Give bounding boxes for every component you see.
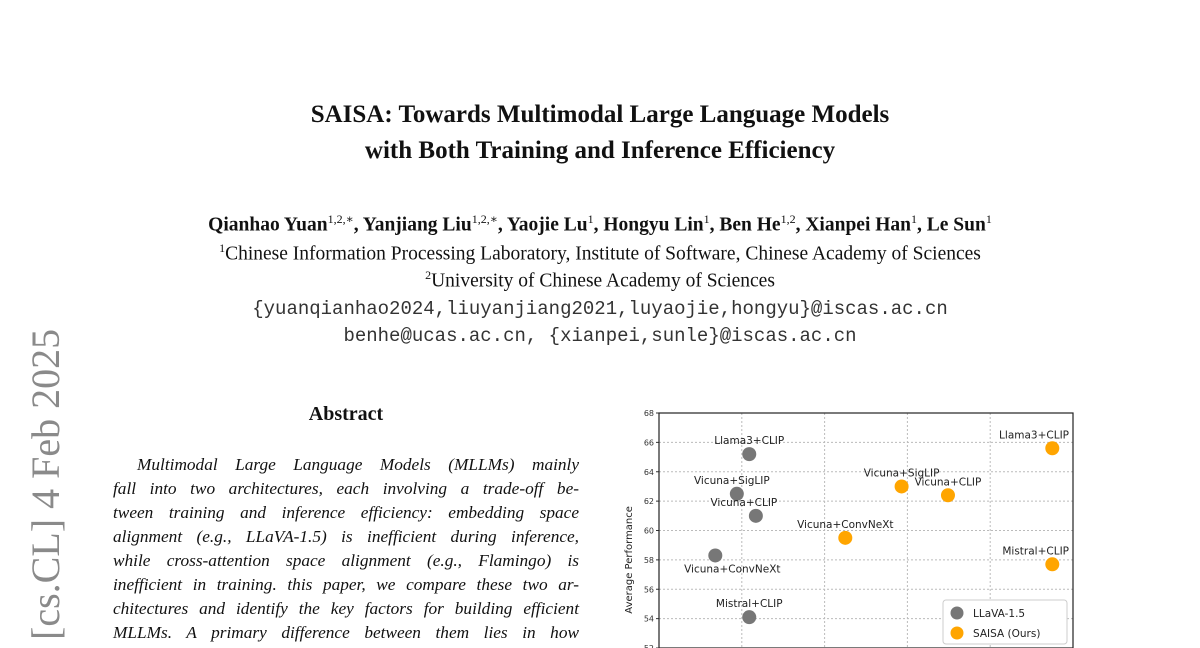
emails-line-2: benhe@ucas.ac.cn, {xianpei,sunle}@iscas.… bbox=[343, 325, 857, 347]
title-line-2: with Both Training and Inference Efficie… bbox=[364, 137, 836, 164]
legend-label: SAISA (Ours) bbox=[973, 628, 1040, 640]
y-tick-label: 62 bbox=[644, 497, 654, 506]
author-sup: 1 bbox=[985, 212, 992, 226]
abstract-line: alignment (e.g., LLaVA-1.5) is inefficie… bbox=[113, 527, 579, 546]
affiliation-1: 1Chinese Information Processing Laborato… bbox=[0, 241, 1200, 266]
data-point bbox=[708, 548, 723, 563]
data-point bbox=[748, 508, 763, 523]
legend-marker bbox=[950, 606, 964, 620]
y-tick-label: 58 bbox=[644, 556, 654, 565]
author-sup: 1,2,∗ bbox=[471, 212, 498, 226]
author: Hongyu Lin bbox=[603, 214, 704, 236]
performance-scatter-chart: 68 66 64 62 60 58 56 54 52 Average Performance Lla… bbox=[624, 409, 1074, 648]
affiliation-sup: 2 bbox=[425, 268, 432, 282]
y-tick-label: 52 bbox=[644, 644, 654, 648]
abstract-line: inefficient in training. this paper, we … bbox=[113, 575, 579, 594]
data-point bbox=[940, 488, 955, 503]
author: Yanjiang Liu bbox=[362, 214, 472, 236]
data-label: Vicuna+ConvNeXt bbox=[797, 519, 893, 531]
legend-marker bbox=[950, 626, 964, 640]
abstract-heading: Abstract bbox=[308, 403, 384, 425]
abstract-line: fall into two architectures, each involv… bbox=[113, 479, 579, 498]
y-axis-label: Average Performance bbox=[624, 506, 635, 614]
y-tick-label: 68 bbox=[644, 409, 654, 418]
author: Yaojie Lu bbox=[506, 214, 588, 236]
data-point bbox=[729, 486, 744, 501]
data-label: Llama3+CLIP bbox=[999, 429, 1069, 441]
affiliation-2: 2University of Chinese Academy of Scienc… bbox=[0, 268, 1200, 293]
legend-label: LLaVA-1.5 bbox=[973, 608, 1025, 620]
plot-frame bbox=[658, 412, 1074, 648]
author-list: Qianhao Yuan1,2,∗, Yanjiang Liu1,2,∗, Ya… bbox=[208, 212, 992, 236]
data-label: Mistral+CLIP bbox=[1002, 545, 1069, 557]
y-tick-label: 60 bbox=[644, 527, 654, 536]
data-label: Vicuna+CLIP bbox=[915, 476, 982, 488]
data-label: Vicuna+SigLIP bbox=[864, 467, 940, 479]
author-sup: 1 bbox=[703, 212, 710, 226]
affiliation-text: Chinese Information Processing Laborator… bbox=[225, 243, 981, 265]
data-point bbox=[894, 479, 909, 494]
author: Qianhao Yuan bbox=[208, 214, 328, 236]
arxiv-stamp: [cs.CL] 4 Feb 2025 bbox=[23, 328, 68, 640]
author: Le Sun bbox=[926, 214, 986, 236]
data-point bbox=[838, 530, 853, 545]
author-sup: 1,2,∗ bbox=[327, 212, 354, 226]
abstract-line: tween training and inference efficiency:… bbox=[113, 503, 579, 522]
data-label: Mistral+CLIP bbox=[716, 598, 783, 610]
emails-line-1: {yuanqianhao2024,liuyanjiang2021,luyaoji… bbox=[252, 298, 948, 320]
abstract-line: MLLMs. A primary difference between them… bbox=[113, 623, 579, 642]
author-sup: 1 bbox=[587, 212, 594, 226]
author-sup: 1 bbox=[911, 212, 917, 226]
abstract-line: chitectures and identify the key factors… bbox=[113, 599, 579, 618]
title-line-1: SAISA: Towards Multimodal Large Language… bbox=[310, 101, 890, 128]
y-tick-label: 54 bbox=[644, 615, 654, 624]
author-sup: 1,2 bbox=[780, 212, 796, 226]
paper-title: SAISA: Towards Multimodal Large Language… bbox=[0, 97, 1200, 169]
abstract-line: Multimodal Large Language Models (MLLMs)… bbox=[137, 455, 579, 474]
y-tick-label: 66 bbox=[644, 438, 654, 447]
abstract-line: while cross-attention space alignment (e… bbox=[113, 551, 579, 570]
data-point bbox=[1045, 441, 1060, 456]
y-tick-label: 64 bbox=[644, 468, 654, 477]
affiliation-text: University of Chinese Academy of Science… bbox=[431, 270, 775, 292]
abstract-body: Multimodal Large Language Models (MLLMs)… bbox=[113, 453, 579, 645]
y-tick-label: 56 bbox=[644, 585, 654, 594]
data-label: Llama3+CLIP bbox=[714, 435, 784, 447]
author: Ben He bbox=[719, 214, 781, 236]
data-point bbox=[742, 447, 757, 462]
affiliation-sup: 1 bbox=[219, 241, 226, 255]
data-point bbox=[1045, 557, 1060, 572]
data-label: Vicuna+SigLIP bbox=[694, 475, 770, 487]
data-label: Vicuna+CLIP bbox=[710, 497, 777, 509]
author: Xianpei Han bbox=[805, 214, 911, 236]
data-label: Vicuna+ConvNeXt bbox=[684, 563, 780, 575]
data-point bbox=[742, 610, 757, 625]
legend bbox=[942, 599, 1068, 645]
